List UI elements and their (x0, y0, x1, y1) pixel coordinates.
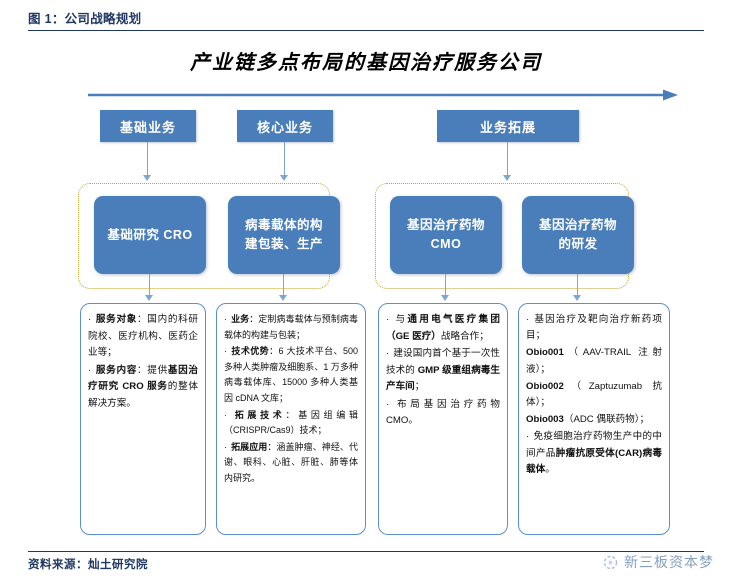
list-item: ·服务对象：国内的科研院校、医疗机构、医药企业等； (88, 314, 199, 358)
top-box-basic-business[interactable]: 基础业务 (100, 110, 196, 142)
list-item: ·与通用电气医疗集团（GE 医疗）战略合作； (386, 314, 501, 342)
connector-arrow-expansion (503, 175, 511, 181)
header-divider (28, 30, 704, 31)
list-item: Obio002（Zaptuzumab 抗体）； (526, 380, 662, 409)
connector-mid2-to-leaf2 (283, 274, 285, 296)
list-item: ·拓展应用：涵盖肿瘤、神经、代谢、眼科、心脏、肝脏、肺等体内研究。 (224, 441, 358, 483)
leaf-box-vector-construction: ·业务：定制病毒载体与预制病毒载体的构建与包装； ·技术优势：6 大技术平台、5… (216, 303, 366, 535)
mid-box-line1: 基因治疗药物 (538, 218, 617, 232)
top-box-business-expansion[interactable]: 业务拓展 (437, 110, 579, 142)
mid-box-line2: 建包装、生产 (244, 237, 323, 251)
circle-logo-icon (602, 554, 619, 571)
leaf-box-cmo-capacity: ·与通用电气医疗集团（GE 医疗）战略合作； ·建设国内首个基于一次性技术的 G… (378, 303, 508, 535)
mid-box-line2: 的研发 (558, 237, 598, 251)
watermark: 新三板资本梦 (602, 552, 714, 572)
connector-arrow-leaf2 (279, 295, 287, 301)
leaf-box-drug-rd-pipeline: ·基因治疗及靶向治疗新药项目； Obio001（AAV-TRAIL 注射液）； … (518, 303, 670, 535)
mid-box-line1: 病毒载体的构 (244, 218, 323, 232)
connector-arrow-leaf3 (441, 295, 449, 301)
figure-label: 图 1：公司战略规划 (28, 12, 142, 26)
list-item: Obio001（AAV-TRAIL 注射液）； (526, 347, 662, 375)
connector-mid4-to-leaf4 (577, 274, 579, 296)
mid-box-viral-vector[interactable]: 病毒载体的构 建包装、生产 (228, 196, 340, 274)
list-item: ·技术优势：6 大技术平台、500 多种人类肿瘤及细胞系、1 万多种病毒载体库、… (224, 346, 358, 403)
list-item: ·免疫细胞治疗药物生产中的中间产品肿瘤抗原受体(CAR)病毒载体。 (526, 431, 662, 475)
watermark-label: 新三板资本梦 (624, 554, 714, 570)
leaf-box-cro-services: ·服务对象：国内的科研院校、医疗机构、医药企业等； ·服务内容：提供基因治疗研究… (80, 303, 206, 535)
top-category-row: 基础业务 核心业务 业务拓展 (0, 110, 732, 144)
footer-divider (28, 551, 704, 552)
figure-header: 图 1：公司战略规划 (28, 10, 704, 31)
connector-mid3-to-leaf3 (445, 274, 447, 296)
mid-box-line2: CMO (430, 237, 462, 251)
connector-arrow-basic (143, 175, 151, 181)
list-item: ·服务内容：提供基因治疗研究 CRO 服务的整体解决方案。 (88, 364, 199, 409)
progress-arrow-icon (88, 88, 678, 101)
mid-box-gene-therapy-rd[interactable]: 基因治疗药物 的研发 (522, 196, 634, 274)
mid-box-line1: 基础研究 CRO (107, 227, 193, 242)
list-item: Obio003（ADC 偶联药物）； (526, 414, 650, 426)
connector-expansion-to-group (507, 142, 509, 176)
connector-core-to-group (284, 142, 286, 176)
mid-box-line1: 基因治疗药物 (406, 218, 485, 232)
top-box-core-business[interactable]: 核心业务 (237, 110, 333, 142)
connector-basic-to-group (147, 142, 149, 176)
list-item: ·建设国内首个基于一次性技术的 GMP 级重组病毒生产车间； (386, 348, 500, 392)
list-item: ·基因治疗及靶向治疗新药项目； (526, 314, 662, 342)
connector-arrow-leaf1 (145, 295, 153, 301)
connector-mid1-to-leaf1 (149, 274, 151, 296)
mid-box-basic-research-cro[interactable]: 基础研究 CRO (94, 196, 206, 274)
connector-arrow-leaf4 (573, 295, 581, 301)
list-item: ·业务：定制病毒载体与预制病毒载体的构建与包装； (224, 314, 358, 340)
list-item: ·布局基因治疗药物 CMO。 (386, 398, 500, 427)
connector-arrow-core (280, 175, 288, 181)
chart-title: 产业链多点布局的基因治疗服务公司 (190, 50, 542, 74)
list-item: ·拓展技术：基因组编辑（CRISPR/Cas9）技术； (224, 409, 358, 436)
source-note: 资料来源：灿土研究院 (28, 559, 148, 571)
mid-box-gene-therapy-cmo[interactable]: 基因治疗药物 CMO (390, 196, 502, 274)
